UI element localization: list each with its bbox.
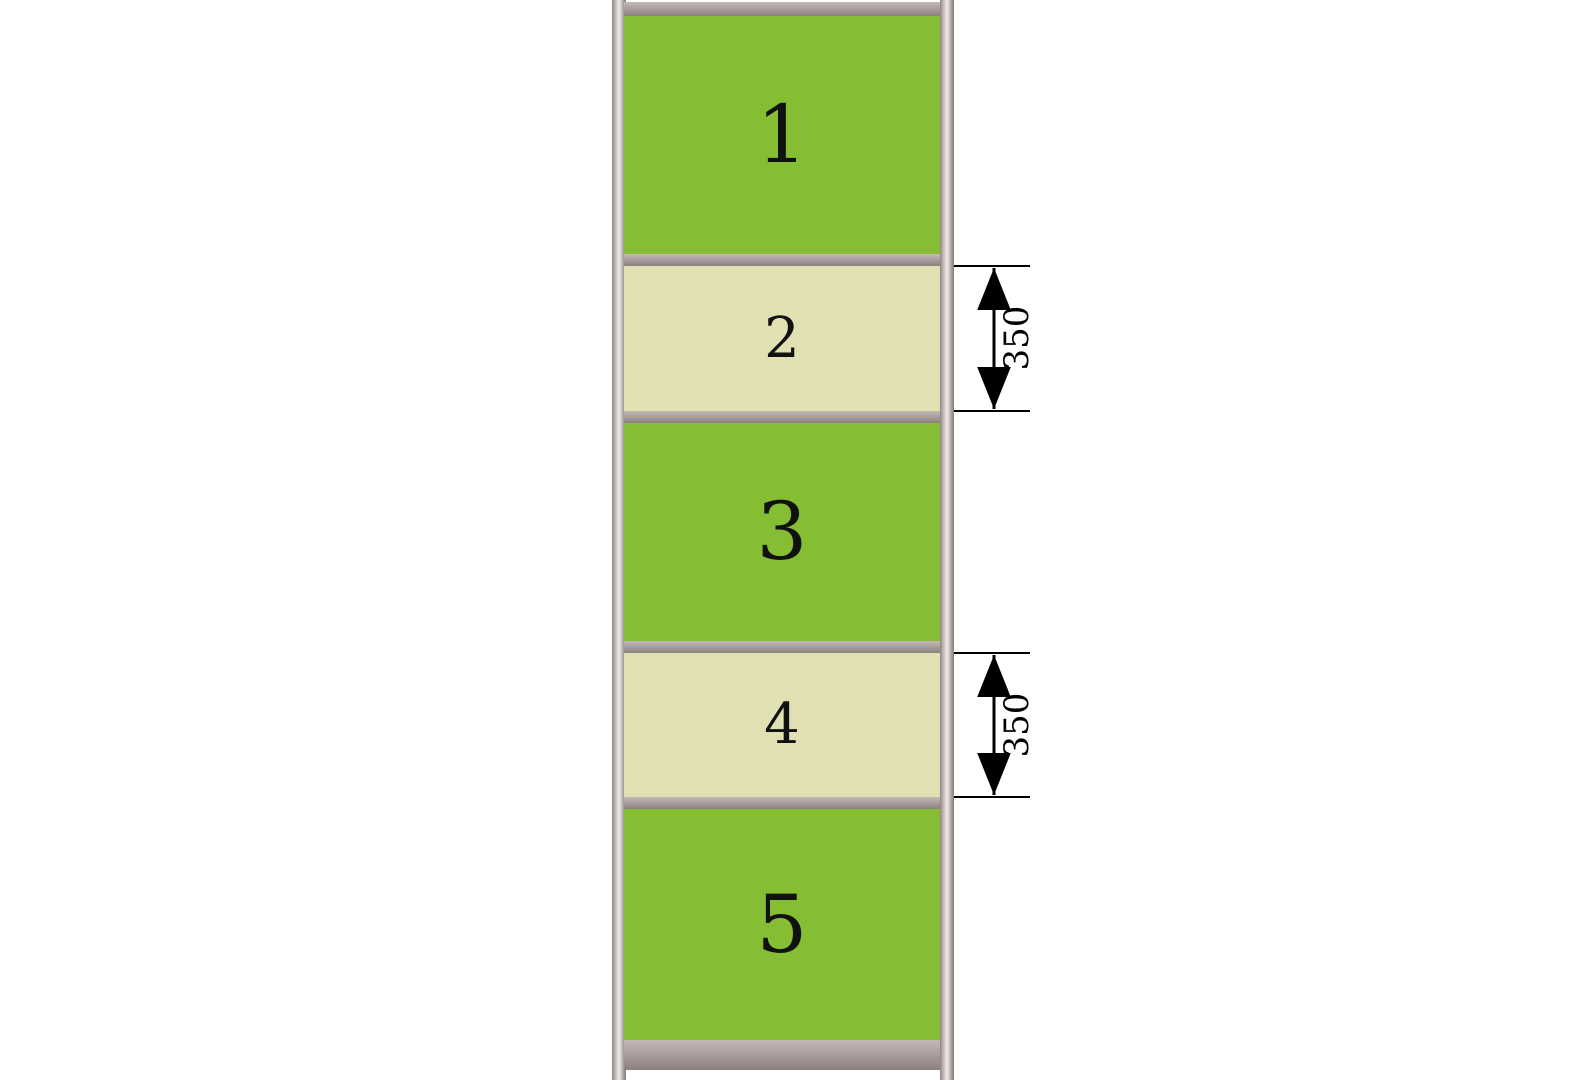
divider-top [624, 2, 940, 16]
frame-rail-right [940, 0, 954, 1080]
frame-rail-left [612, 0, 626, 1080]
panel-2-label: 2 [764, 305, 800, 371]
dimension-label: 350 [997, 306, 1037, 371]
panel-1-label: 1 [756, 88, 808, 181]
divider-1-2 [624, 254, 940, 266]
dimension-label: 350 [997, 693, 1037, 758]
panel-3-label: 3 [756, 485, 808, 578]
panel-3: 3 [624, 423, 940, 641]
panel-5-label: 5 [756, 877, 808, 971]
panel-5: 5 [624, 809, 940, 1040]
panel-1: 1 [624, 16, 940, 254]
divider-2-3 [624, 411, 940, 423]
panel-4: 4 [624, 653, 940, 797]
divider-3-4 [624, 641, 940, 653]
dimension-panel-2: 350 [954, 265, 1037, 412]
panel-4-label: 4 [764, 692, 800, 757]
panel-2: 2 [624, 266, 940, 411]
divider-bottom [624, 1040, 940, 1070]
dimension-panel-4: 350 [954, 652, 1037, 798]
divider-4-5 [624, 797, 940, 809]
